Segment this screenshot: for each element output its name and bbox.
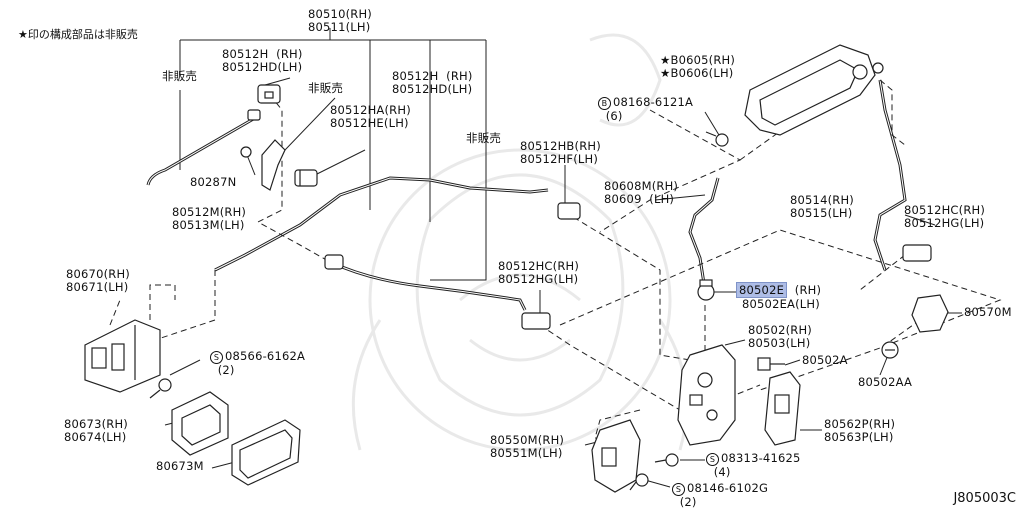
label-80673: 80673(RH) 80674(LH) [64, 417, 128, 444]
clip-80512H-a [257, 84, 281, 104]
bushing-80502E [697, 279, 715, 301]
label-80502E: 80502E (RH) [736, 282, 821, 298]
rod-80510-inner [147, 117, 256, 186]
label-80287N: 80287N [190, 175, 237, 189]
screw-08566 [149, 378, 172, 399]
label-80502AA: 80502AA [858, 375, 913, 389]
escutcheon-80673M [231, 419, 301, 486]
rod-80608M-inner [689, 177, 719, 291]
clip-rod-upper [247, 109, 261, 121]
escutcheon-80673 [171, 391, 229, 456]
dashed-references [109, 79, 1002, 441]
label-B0605: ★B0605(RH) ★B0606(LH) [660, 53, 736, 80]
label-80512HC-a: 80512HC(RH) 80512HG(LH) [498, 259, 580, 286]
non-sale-note: ★印の構成部品は非販売 [18, 28, 138, 41]
label-80512HA: 80512HA(RH) 80512HE(LH) [330, 103, 411, 130]
label-80562P: 80562P(RH) 80563P(LH) [824, 417, 896, 444]
label-80502EA: 80502EA(LH) [742, 297, 820, 311]
rod-80514-inner [874, 79, 906, 271]
bolt-08168 [705, 131, 729, 147]
watermark-emblem [351, 33, 689, 452]
label-80673M: 80673M [156, 459, 204, 473]
label-80502: 80502(RH) 80503(LH) [748, 323, 812, 350]
lock-80502 [677, 344, 736, 446]
label-hanbai-3: 非販売 [466, 131, 502, 145]
cable-lower [329, 260, 527, 311]
label-80550M: 80550M(RH) 80551M(LH) [490, 433, 565, 460]
lever-80287N [240, 139, 286, 191]
label-80512H-a: 80512H (RH) 80512HD(LH) [222, 47, 303, 74]
rod-80512M-inner [214, 177, 549, 271]
label-80608M: 80608M(RH) 80609 (LH) [604, 179, 679, 206]
label-80512H-b: 80512H (RH) 80512HD(LH) [392, 69, 473, 96]
clip-80512HC-a [521, 312, 551, 330]
bolt-08313 [654, 453, 679, 467]
clip-80512HA [294, 169, 318, 187]
label-hanbai-2: 非販売 [308, 81, 344, 95]
clip-80512HB [557, 202, 581, 220]
screw-80502AA [881, 341, 899, 359]
label-80512HB: 80512HB(RH) 80512HF(LH) [520, 139, 601, 166]
figure-id: J805003C [953, 491, 1016, 506]
pin-80502A [757, 357, 785, 371]
label-80502A: 80502A [802, 353, 848, 367]
label-80570M: 80570M [964, 305, 1012, 319]
clip-80512HC-b [902, 244, 932, 262]
highlighted-part-80502E[interactable]: 80502E [736, 282, 788, 298]
bracket-80562P [764, 371, 801, 446]
bolt-08146 [629, 473, 649, 491]
actuator-80550M [591, 419, 641, 493]
label-80512HC-b: 80512HC(RH) 80512HG(LH) [904, 203, 986, 230]
outside-handle-B0605 [744, 44, 884, 136]
inside-handle-80670 [84, 319, 161, 393]
label-80670: 80670(RH) 80671(LH) [66, 267, 130, 294]
clip-80512M [324, 254, 344, 270]
leader-80510 [179, 28, 487, 281]
label-80514: 80514(RH) 80515(LH) [790, 193, 854, 220]
striker-80570M [911, 294, 949, 333]
label-80512M: 80512M(RH) 80513M(LH) [172, 205, 247, 232]
label-80510: 80510(RH) 80511(LH) [308, 7, 372, 34]
label-hanbai-1: 非販売 [162, 69, 198, 83]
cable-lower-inner [329, 261, 526, 311]
rod-80514 [873, 79, 907, 271]
rod-80512M [214, 176, 549, 272]
